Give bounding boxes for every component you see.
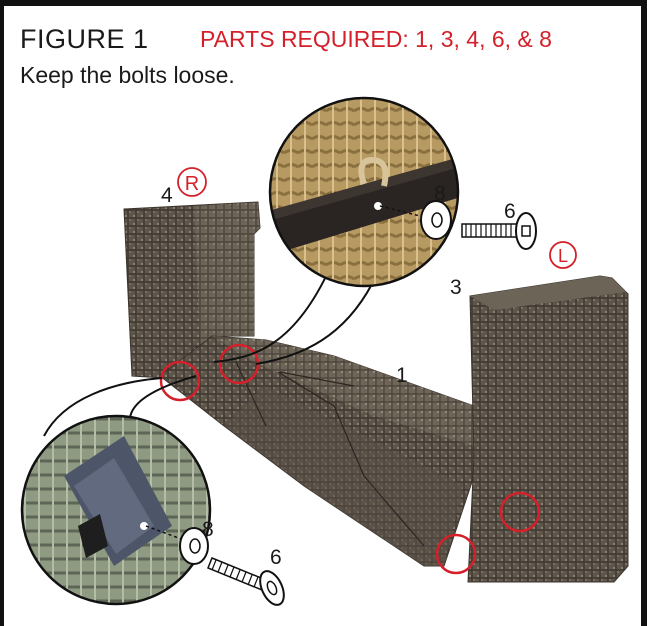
left-side-marker bbox=[549, 241, 577, 269]
right-side-marker bbox=[177, 167, 207, 197]
part-8-callout-top: 8 bbox=[434, 182, 446, 205]
bolt-icon bbox=[207, 557, 285, 606]
bolt-location-circle bbox=[499, 491, 541, 533]
left-arm-panel bbox=[467, 275, 629, 583]
right-side-letter: R bbox=[185, 173, 199, 195]
top-detail-magnifier bbox=[268, 96, 460, 288]
bolt-location-circle bbox=[435, 533, 477, 575]
part-8-callout-bottom: 8 bbox=[202, 518, 214, 541]
bottom-detail-magnifier bbox=[20, 414, 212, 606]
figure-title: FIGURE 1 bbox=[20, 24, 149, 54]
washer-icon bbox=[420, 200, 452, 240]
part-3-callout: 3 bbox=[450, 276, 462, 299]
part-1-callout: 1 bbox=[396, 364, 408, 387]
part-6-callout-bottom: 6 bbox=[270, 546, 282, 569]
washer-icon bbox=[179, 527, 209, 565]
seat-stretcher-part bbox=[159, 335, 481, 567]
part-4-callout: 4 bbox=[161, 184, 173, 207]
parts-required-label: PARTS REQUIRED: 1, 3, 4, 6, & 8 bbox=[200, 26, 552, 52]
assembly-illustration: 4 R L 3 1 8 6 8 6 bbox=[20, 96, 629, 606]
instruction-text: Keep the bolts loose. bbox=[20, 62, 235, 88]
bolt-location-circle bbox=[159, 360, 201, 402]
part-6-callout-top: 6 bbox=[504, 200, 516, 223]
left-side-letter: L bbox=[558, 246, 568, 266]
bolt-icon bbox=[461, 212, 537, 250]
right-arm-panel bbox=[123, 201, 261, 379]
